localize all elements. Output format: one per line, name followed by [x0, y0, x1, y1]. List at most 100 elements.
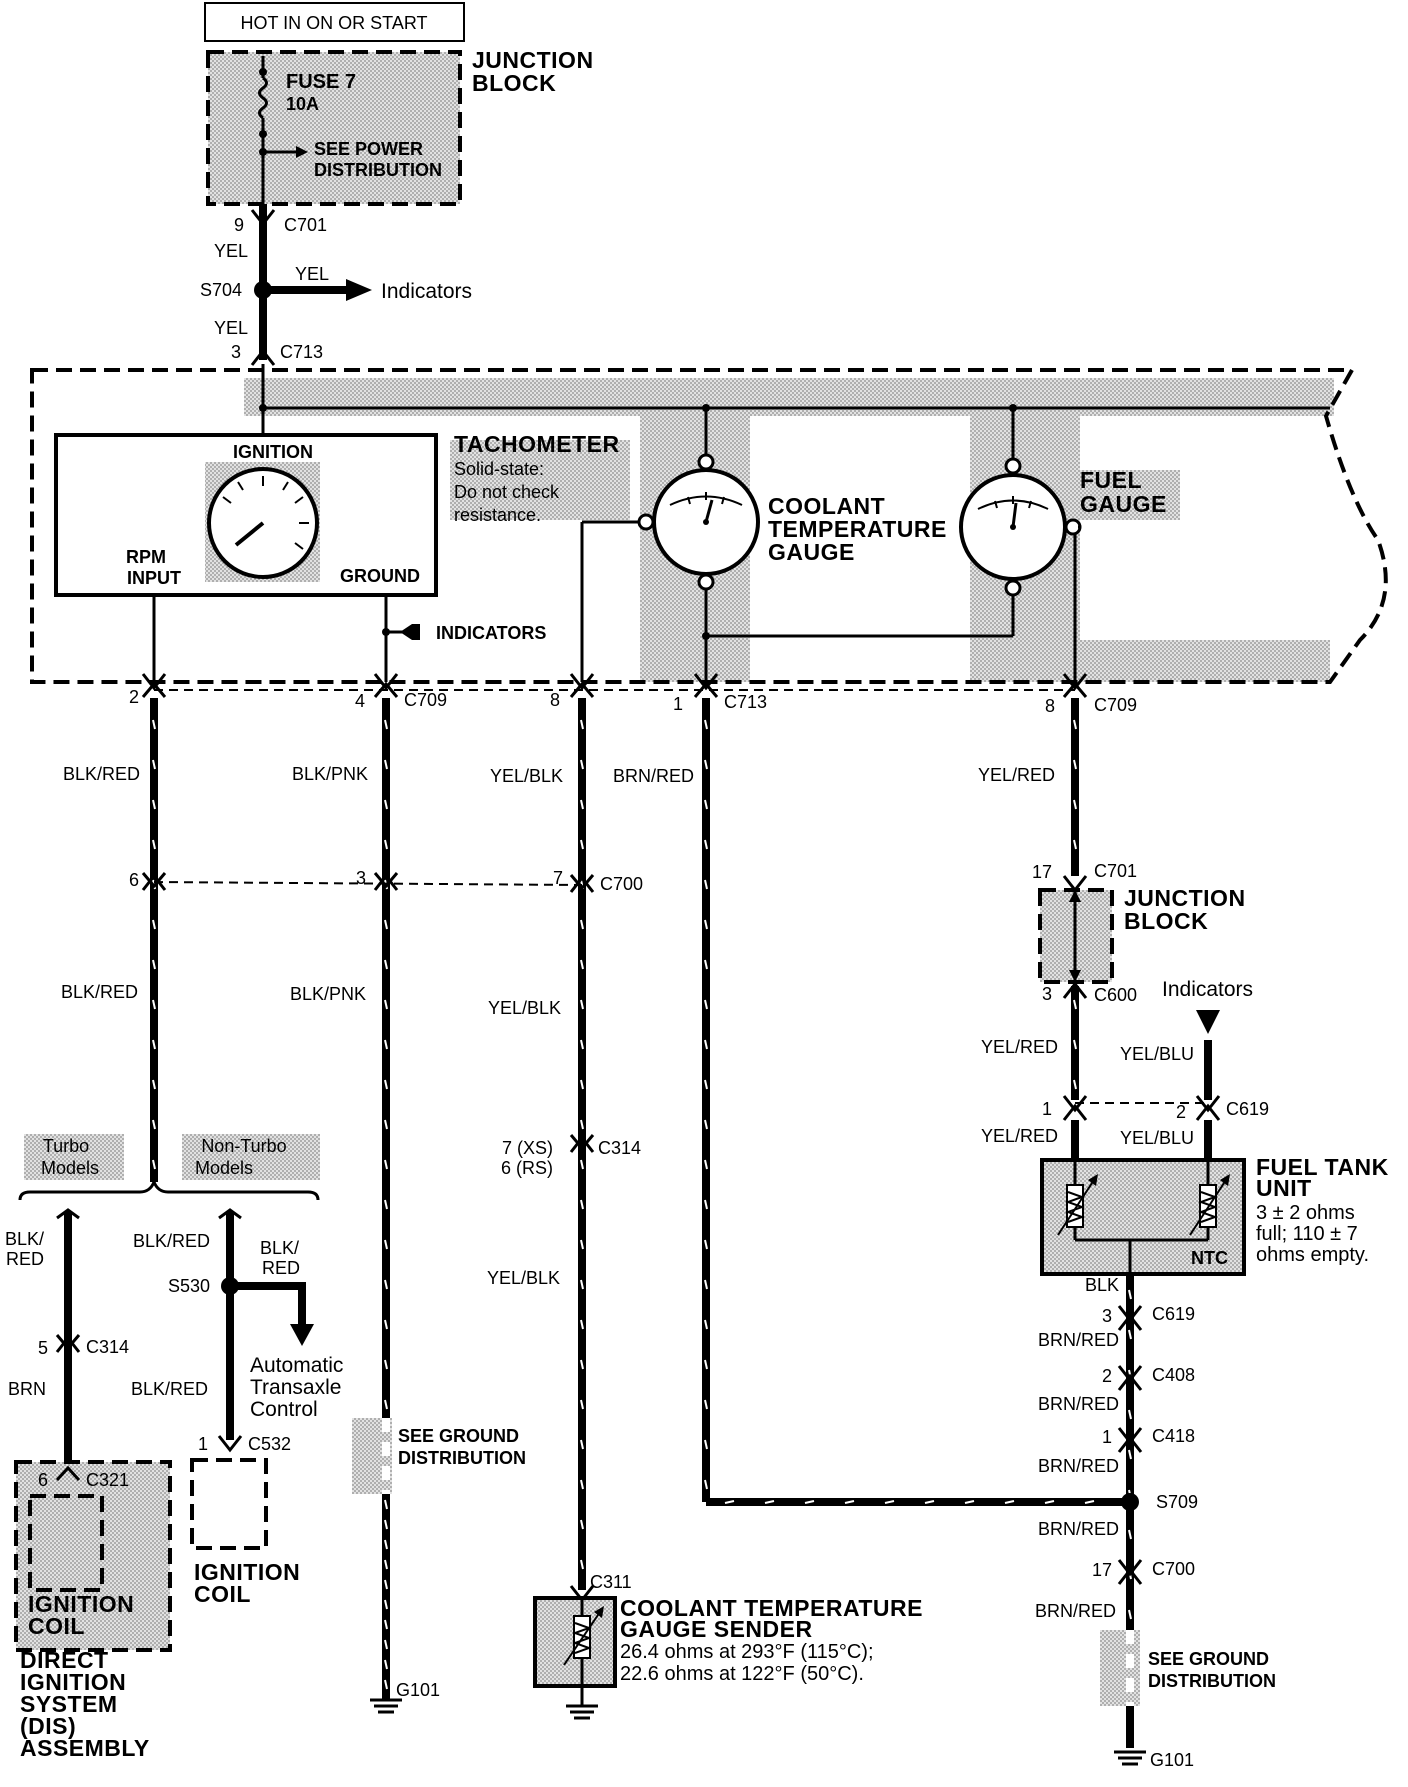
connector-pins-row1 [141, 673, 1088, 698]
junction-block-top-shade [208, 52, 460, 204]
wire-label-blkred-nt: BLK/RED [133, 1231, 210, 1251]
wire-stripe [384, 1519, 388, 1530]
wire-stripe [152, 1119, 156, 1130]
nonturbo-label-1: Non-Turbo [201, 1136, 286, 1156]
wire-label-brnred-r4: BRN/RED [1038, 1519, 1119, 1539]
wire-stripe [580, 1479, 584, 1490]
see-ground-mid-2: DISTRIBUTION [398, 1448, 526, 1468]
wire-stripe [384, 1399, 388, 1410]
pin-3-top: 3 [231, 342, 241, 362]
wire-stripe [1128, 1449, 1132, 1460]
wire-stripe [1073, 1039, 1077, 1050]
ground-icon-right [1114, 1750, 1146, 1766]
nonturbo-ignition-coil [190, 1458, 268, 1550]
wire-stripe [580, 1239, 584, 1250]
splice-s709 [1121, 1493, 1139, 1511]
c709-label-a: C709 [404, 690, 447, 710]
wire-stripe [384, 1539, 388, 1550]
wire-stripe [704, 1039, 708, 1050]
hot-label-box [204, 2, 465, 42]
s704-label: S704 [200, 280, 242, 300]
pin-1-c532: 1 [198, 1434, 208, 1454]
tach-note-3: resistance. [454, 505, 541, 525]
fuel-tank-title-1: FUEL TANK [1256, 1154, 1389, 1180]
yel-label-2: YEL [214, 318, 248, 338]
automatic-transaxle-2: Transaxle [250, 1376, 341, 1399]
wire-stripe [580, 1559, 584, 1570]
wire-stripe [704, 1119, 708, 1130]
wire-stripe [384, 1659, 388, 1670]
see-ground-right-2: DISTRIBUTION [1148, 1671, 1276, 1691]
nonturbo-coil-label-1: IGNITION [194, 1559, 300, 1585]
pin-3-c600: 3 [1042, 984, 1052, 1004]
wire-stripe [384, 1239, 388, 1250]
wire-stripe [384, 1679, 388, 1690]
wire-stripe [964, 1500, 975, 1504]
ignition-label: IGNITION [233, 442, 313, 462]
indicators-cluster-arrow-icon [400, 624, 412, 640]
rpm-label-1: RPM [126, 547, 166, 567]
wire-stripe [704, 799, 708, 810]
indicators-top-label: Indicators [381, 280, 472, 303]
connector-row-c700 [153, 881, 583, 886]
instrument-cluster-boundary [30, 368, 1388, 684]
fuel-tank-note-3: ohms empty. [1256, 1244, 1369, 1266]
wire-stripe [764, 1500, 775, 1504]
pin-6-c700: 6 [129, 870, 139, 890]
wire-stripe [704, 999, 708, 1010]
wire-stripe [1044, 1500, 1055, 1504]
wire-label-blkpnk-2: BLK/PNK [290, 984, 366, 1004]
wire-stripe [580, 999, 584, 1010]
wire-stripe [384, 1559, 388, 1570]
wire-stripe [704, 1279, 708, 1290]
junction-block-mid-title-2: BLOCK [1124, 908, 1208, 934]
coolant-gauge-title-2: TEMPERATURE [768, 516, 947, 542]
c532-label: C532 [248, 1434, 291, 1454]
fuel-gauge-title-2: GAUGE [1080, 491, 1167, 517]
wire-stripe [580, 959, 584, 970]
wire-stripe [580, 1199, 584, 1210]
dis-coil-label-2: COIL [28, 1613, 85, 1639]
wire-stripe [704, 959, 708, 970]
junction-block-mid-title-1: JUNCTION [1124, 885, 1246, 911]
c321-label: C321 [86, 1470, 129, 1490]
wire-stripe [384, 1279, 388, 1290]
wire-stripe [152, 759, 156, 770]
wire-stripe [384, 1619, 388, 1630]
wire-stripe [1004, 1500, 1015, 1504]
wire-stripe [1073, 999, 1077, 1010]
connector-pins-c700 [141, 872, 595, 893]
wire-stripe [384, 1579, 388, 1590]
wire-stripe [704, 1159, 708, 1170]
dis-assembly-shade [16, 1462, 170, 1650]
dis-label-2: IGNITION [20, 1669, 126, 1695]
indicators-mid-label: Indicators [1162, 978, 1253, 1001]
pin-5-c314: 5 [38, 1338, 48, 1358]
see-ground-right-1: SEE GROUND [1148, 1649, 1269, 1669]
hot-label: HOT IN ON OR START [240, 13, 427, 33]
pin-1-c619: 1 [1042, 1099, 1052, 1119]
wire-stripe [384, 1119, 388, 1130]
wire-stripe [384, 1079, 388, 1090]
wire-stripe [1073, 839, 1077, 850]
wire-stripe [152, 719, 156, 730]
pin-7-c700: 7 [553, 868, 563, 888]
fuse-7-symbol [258, 76, 268, 120]
wire-label-yelred-1: YEL/RED [978, 765, 1055, 785]
pin-8-c709: 8 [1045, 696, 1055, 716]
wire-label-yelblu-2: YEL/BLU [1120, 1128, 1194, 1148]
wire-stripe [1128, 1409, 1132, 1420]
rpm-label-2: INPUT [127, 568, 181, 588]
dis-label-1: DIRECT [20, 1647, 109, 1673]
wire-stripe [1128, 1289, 1132, 1300]
coolant-gauge-title-1: COOLANT [768, 493, 885, 519]
pin-7xs-c314: 7 (XS) [502, 1138, 553, 1158]
wire-stripe [580, 1039, 584, 1050]
wire-stripe [1084, 1500, 1095, 1504]
c408-label: C408 [1152, 1365, 1195, 1385]
yel-arrow-label: YEL [295, 264, 329, 284]
wire-stripe [152, 999, 156, 1010]
wire-stripe [580, 1279, 584, 1290]
wire-stripe [704, 919, 708, 930]
junction-block-top [206, 50, 462, 206]
